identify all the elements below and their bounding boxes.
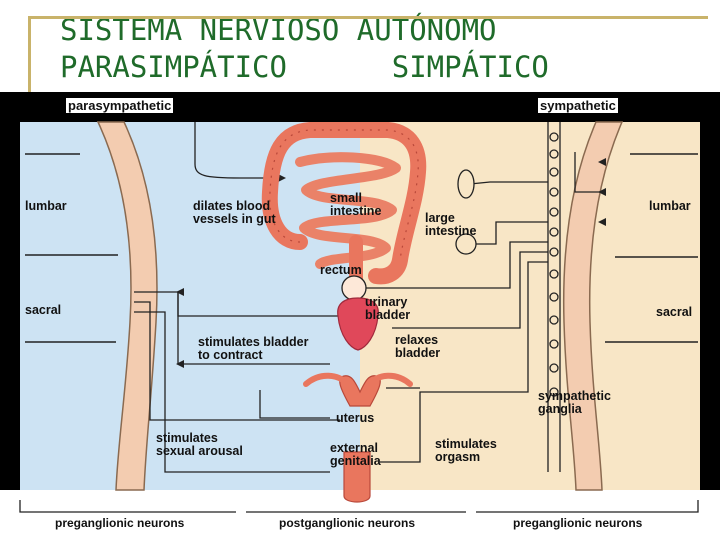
parasympathetic-header: parasympathetic [66,98,173,113]
small-intestine-label: small intestine [330,192,381,218]
right-sacral-label: sacral [656,306,692,319]
right-lumbar-label: lumbar [649,200,691,213]
footer-postganglionic: postganglionic neurons [276,516,418,530]
bladder-contract-label: stimulates bladder to contract [198,336,308,362]
sexual-arousal-label: stimulates sexual arousal [156,432,243,458]
sympathetic-ganglia-label: sympathetic ganglia [538,390,611,416]
sympathetic-header: sympathetic [538,98,618,113]
autonomic-nervous-system-diagram: parasympathetic sympathetic lumbar sacra… [0,92,720,540]
uterus-label: uterus [336,412,374,425]
external-genitalia-label: external genitalia [330,442,381,468]
footer-preganglionic-right: preganglionic neurons [510,516,645,530]
slide-title: SISTEMA NERVIOSO AUTÓNOMO PARASIMPÁTICO … [60,12,549,86]
orgasm-label: stimulates orgasm [435,438,497,464]
title-accent-bar [28,16,708,19]
left-lumbar-label: lumbar [25,200,67,213]
left-sacral-label: sacral [25,304,61,317]
dilates-vessels-label: dilates blood vessels in gut [193,200,276,226]
relaxes-bladder-label: relaxes bladder [395,334,440,360]
urinary-bladder-label: urinary bladder [365,296,410,322]
large-intestine-label: large intestine [425,212,476,238]
title-line-2: PARASIMPÁTICO SIMPÁTICO [60,49,549,86]
title-accent-side [28,16,31,96]
footer-preganglionic-left: preganglionic neurons [52,516,187,530]
rectum-label: rectum [320,264,362,277]
diagram-artwork [0,92,720,540]
rectum-ganglion [342,276,366,300]
